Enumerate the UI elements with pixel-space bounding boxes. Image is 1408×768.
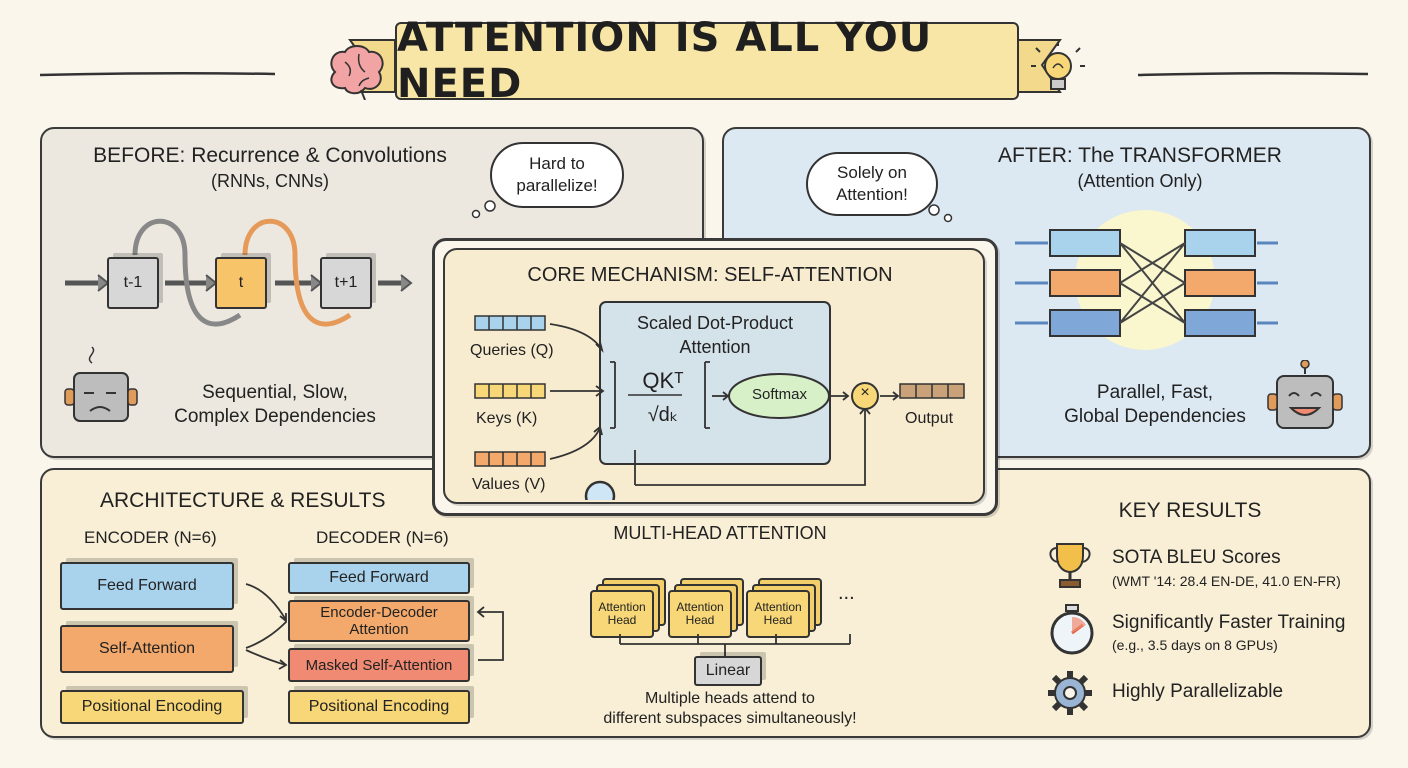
multihead-heading: MULTI-HEAD ATTENTION xyxy=(613,523,827,543)
decoder-enc-dec-attention: Encoder-Decoder Attention xyxy=(288,600,470,642)
gear-icon xyxy=(1048,671,1092,715)
encoder-self-attention: Self-Attention xyxy=(60,625,234,673)
encoder-feed-forward: Feed Forward xyxy=(60,562,234,610)
multihead-connectors xyxy=(619,634,851,662)
multihead-caption-line2: different subspaces simultaneously! xyxy=(603,710,857,727)
result-1-title: SOTA BLEU Scores xyxy=(1112,547,1281,568)
formula-denominator: √dₖ xyxy=(647,404,679,426)
happy-robot-icon xyxy=(1267,360,1343,429)
before-thought-bubble: Hard to parallelize! xyxy=(490,142,624,208)
multiply-node: × xyxy=(860,384,870,401)
before-caption-line1: Sequential, Slow, xyxy=(202,382,348,403)
output-label: Output xyxy=(905,410,954,427)
rnn-step-next: t+1 xyxy=(320,257,372,309)
architecture-heading: ARCHITECTURE & RESULTS xyxy=(100,489,386,512)
attention-head-1: Attention Head xyxy=(590,590,654,638)
rnn-step-prev: t-1 xyxy=(107,257,159,309)
brain-icon xyxy=(330,45,384,100)
decoder-masked-self-attention: Masked Self-Attention xyxy=(288,648,470,682)
multihead-caption-line1: Multiple heads attend to xyxy=(645,690,815,707)
architecture-arrows xyxy=(245,583,504,670)
linear-layer: Linear xyxy=(694,656,762,686)
stopwatch-icon xyxy=(1050,604,1094,655)
sdpa-title-line2: Attention xyxy=(679,337,751,357)
keys-label: Keys (K) xyxy=(476,410,538,427)
after-subheading: (Attention Only) xyxy=(1077,171,1203,191)
page-title: ATTENTION IS ALL YOU NEED xyxy=(395,15,1019,107)
formula-numerator: QKᵀ xyxy=(642,368,684,393)
result-1-detail: (WMT '14: 28.4 EN-DE, 41.0 EN-FR) xyxy=(1112,573,1341,589)
results-heading: KEY RESULTS xyxy=(1118,499,1262,522)
decoder-feed-forward: Feed Forward xyxy=(288,562,470,594)
sad-robot-icon xyxy=(64,346,138,422)
queries-label: Queries (Q) xyxy=(470,342,554,359)
encoder-positional-encoding: Positional Encoding xyxy=(60,690,244,724)
result-3-title: Highly Parallelizable xyxy=(1112,681,1284,702)
sdpa-title-line1: Scaled Dot-Product xyxy=(636,313,794,333)
rnn-chain-diagram xyxy=(65,218,413,327)
decoder-label: DECODER (N=6) xyxy=(316,528,449,547)
before-heading: BEFORE: Recurrence & Convolutions xyxy=(93,144,447,167)
core-heading: CORE MECHANISM: SELF-ATTENTION xyxy=(527,264,893,286)
after-thought-bubble: Solely on Attention! xyxy=(806,152,938,216)
before-caption-line2: Complex Dependencies xyxy=(174,406,376,427)
lightbulb-icon xyxy=(1031,42,1085,90)
after-caption-line1: Parallel, Fast, xyxy=(1096,382,1214,403)
result-2-detail: (e.g., 3.5 days on 8 GPUs) xyxy=(1112,637,1278,653)
transformer-parallel-diagram xyxy=(1015,210,1278,350)
encoder-label: ENCODER (N=6) xyxy=(84,528,217,547)
self-attention-diagram xyxy=(474,301,965,500)
values-label: Values (V) xyxy=(472,476,546,493)
more-heads-ellipsis: ... xyxy=(838,582,855,604)
after-heading: AFTER: The TRANSFORMER xyxy=(998,144,1282,167)
thought-dots xyxy=(471,200,496,219)
rnn-step-current: t xyxy=(215,257,267,309)
thought-dots-after xyxy=(928,204,953,223)
before-subheading: (RNNs, CNNs) xyxy=(211,171,329,191)
result-2-title: Significantly Faster Training xyxy=(1112,612,1346,633)
decoder-positional-encoding: Positional Encoding xyxy=(288,690,470,724)
trophy-icon xyxy=(1049,543,1091,588)
attention-head-3: Attention Head xyxy=(746,590,810,638)
softmax-node: Softmax xyxy=(751,386,808,403)
attention-head-2: Attention Head xyxy=(668,590,732,638)
after-caption-line2: Global Dependencies xyxy=(1064,406,1246,427)
